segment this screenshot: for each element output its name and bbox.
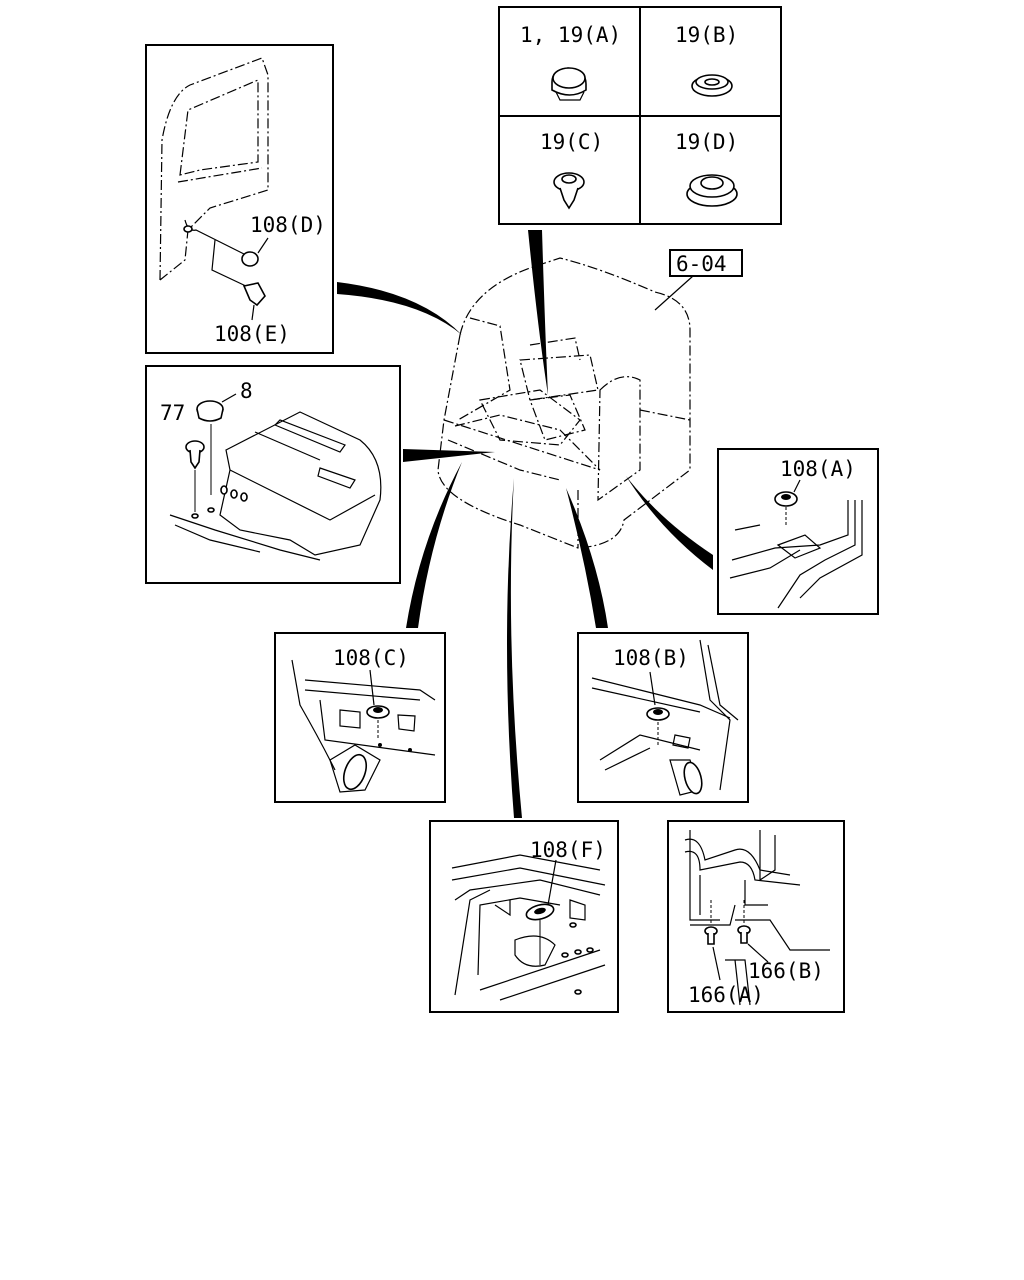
- bolt-detail-panel: 166(B) 166(A): [667, 820, 845, 1013]
- grommet-108c-icon: [366, 705, 390, 740]
- grommet-label-a: 1, 19(A): [520, 23, 621, 47]
- callout-108e: 108(E): [214, 322, 290, 346]
- leader-lines: [337, 230, 713, 818]
- reference-box: 6-04: [654, 249, 743, 311]
- callout-166b: 166(B): [748, 959, 824, 983]
- bolt-166b-icon: [737, 900, 751, 944]
- door-detail-panel: 108(D) 108(E): [145, 44, 334, 354]
- trim-clip-e-icon: [242, 282, 266, 321]
- front-right-panel: 108(B): [577, 632, 749, 803]
- rear-floor-panel: 108(A): [717, 448, 879, 615]
- reference-label: 6-04: [676, 252, 727, 276]
- grommet-label-d: 19(D): [675, 130, 738, 154]
- clip-77-icon: [185, 440, 205, 519]
- cap-8-icon: [196, 400, 224, 513]
- push-clip-icon: [553, 172, 585, 210]
- grommet-label-c: 19(C): [540, 130, 603, 154]
- bolt-166a-icon: [704, 900, 718, 945]
- callout-77: 77: [160, 401, 185, 425]
- front-left-panel: 108(C): [274, 632, 446, 803]
- floor-console-panel: 8 77: [145, 365, 401, 584]
- grommet-108f-icon: [525, 903, 555, 965]
- callout-108a: 108(A): [780, 457, 856, 481]
- callout-108b: 108(B): [613, 646, 689, 670]
- grommet-chart: 1, 19(A) 19(B) 19(C) 19(D): [498, 6, 782, 225]
- grommet-108b-icon: [646, 707, 670, 745]
- callout-108d: 108(D): [250, 213, 326, 237]
- trim-clip-d-icon: [241, 251, 259, 267]
- grommet-108a-icon: [774, 491, 798, 525]
- large-grommet-icon: [686, 174, 738, 207]
- plug-cap-icon: [551, 67, 587, 101]
- callout-108f: 108(F): [530, 838, 606, 862]
- callout-108c: 108(C): [333, 646, 409, 670]
- callout-166a: 166(A): [688, 983, 764, 1007]
- ring-grommet-icon: [691, 74, 733, 97]
- center-floor-panel: 108(F): [429, 820, 619, 1013]
- grommet-label-b: 19(B): [675, 23, 738, 47]
- truck-cab-illustration: [437, 257, 691, 549]
- callout-8: 8: [240, 379, 253, 403]
